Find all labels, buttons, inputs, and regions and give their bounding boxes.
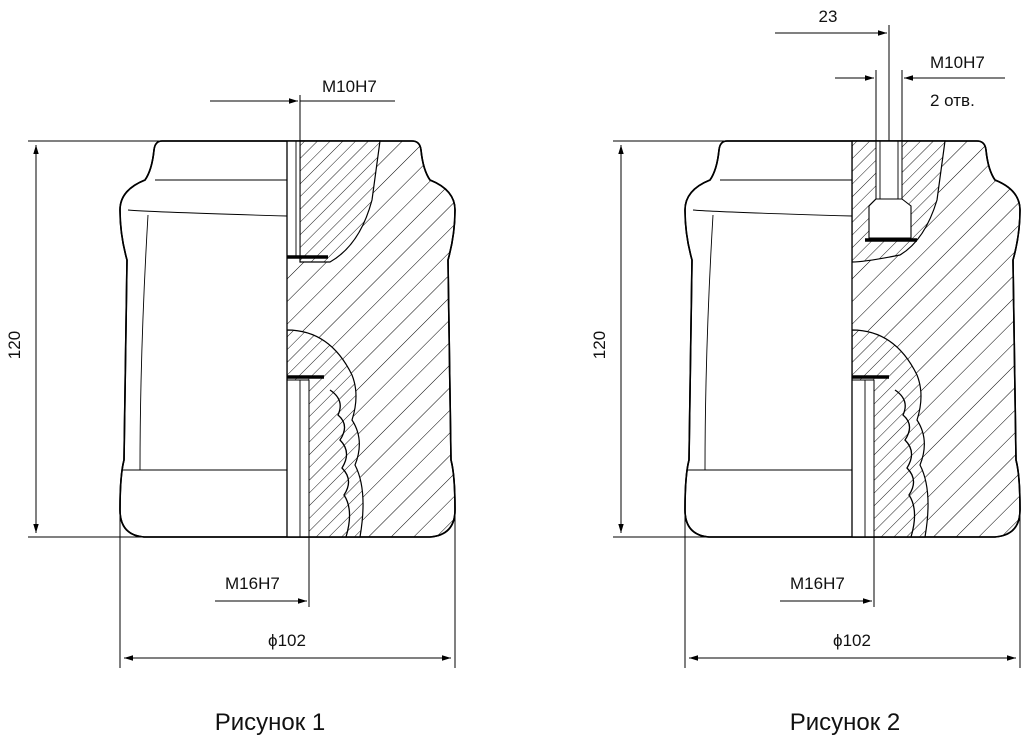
figure-1: 120 ϕ102 M10H7 M16H7 Рисунок 1 [5, 77, 456, 736]
profile-line [704, 214, 714, 471]
diameter-label: ϕ102 [833, 631, 871, 650]
bottom-thread-label: M16H7 [790, 574, 845, 593]
top-thread-label: M10H7 [322, 77, 377, 96]
bottom-thread-label: M16H7 [225, 574, 280, 593]
top-thread-note: 2 отв. [930, 91, 975, 110]
offset-label: 23 [819, 7, 838, 26]
section-view [287, 140, 455, 538]
section-view [852, 140, 1020, 538]
shoulder-line [692, 209, 853, 217]
diameter-label: ϕ102 [268, 631, 306, 650]
figure-2-caption: Рисунок 2 [790, 709, 901, 736]
figure-1-caption: Рисунок 1 [215, 709, 326, 736]
shoulder-line [127, 209, 288, 217]
profile-line [139, 214, 149, 471]
height-label: 120 [5, 331, 24, 359]
figure-2: 120 ϕ102 23 M10H7 2 отв. M16H7 Рисунок 2 [590, 7, 1021, 736]
height-label: 120 [590, 331, 609, 359]
top-thread-label: M10H7 [930, 53, 985, 72]
